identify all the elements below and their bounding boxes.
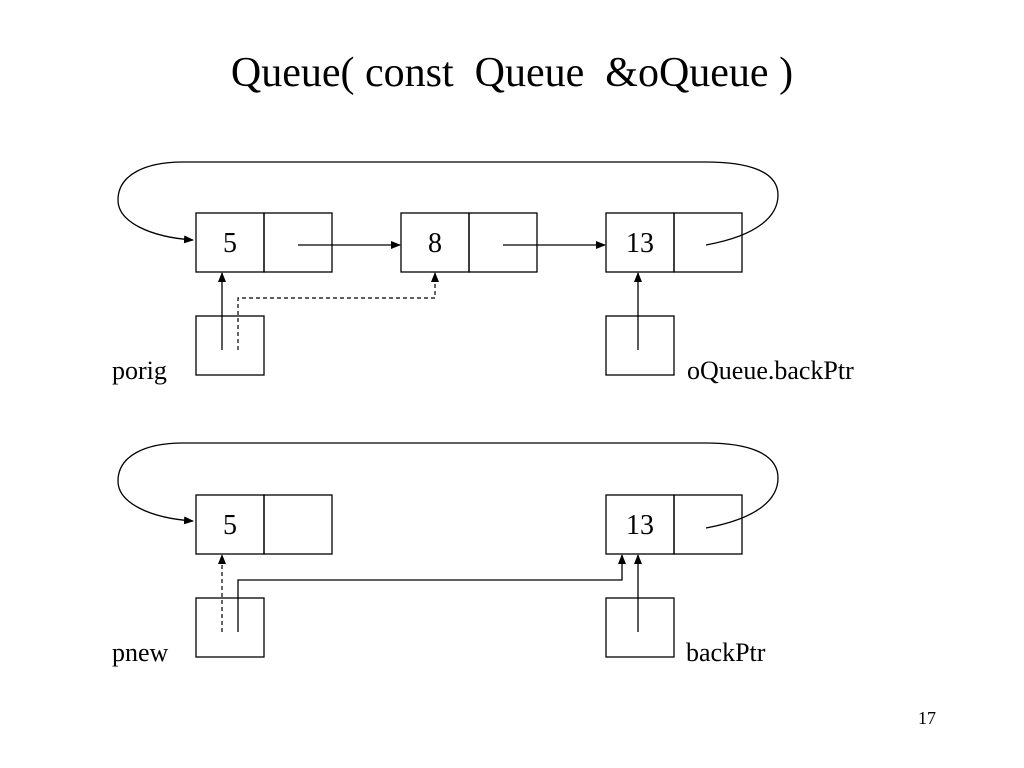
bottom-node-1: 5 <box>195 494 333 555</box>
top-diagram: 5 8 13 porig oQueue.backPtr <box>112 161 854 385</box>
bottom-node-2-value: 13 <box>626 510 654 541</box>
backptr-box <box>605 597 675 658</box>
bottom-circular-arrow <box>117 442 779 529</box>
top-circular-arrow <box>117 161 779 246</box>
top-node-2-value: 8 <box>428 228 442 259</box>
top-node-3-value: 13 <box>626 228 654 259</box>
pnew-to-last-arrow <box>237 554 626 632</box>
porig-label: porig <box>112 356 167 385</box>
pnew-label: pnew <box>112 638 169 667</box>
oqueue-backptr-label: oQueue.backPtr <box>687 356 854 385</box>
page-number: 17 <box>918 708 936 728</box>
top-node-1: 5 <box>195 212 333 273</box>
slide-title: Queue( const Queue &oQueue ) <box>230 50 794 96</box>
top-node-2: 8 <box>400 212 538 273</box>
porig-dashed-arrow <box>237 272 439 350</box>
oqueue-backptr-box <box>605 315 675 376</box>
porig-box <box>195 315 265 376</box>
bottom-diagram: 5 13 pnew backPtr <box>112 442 779 667</box>
top-node-3: 13 <box>605 212 743 273</box>
pnew-box <box>195 597 265 658</box>
top-node-1-value: 5 <box>223 228 237 259</box>
bottom-node-2: 13 <box>605 494 743 555</box>
backptr-label: backPtr <box>686 638 766 667</box>
bottom-node-1-value: 5 <box>223 510 237 541</box>
